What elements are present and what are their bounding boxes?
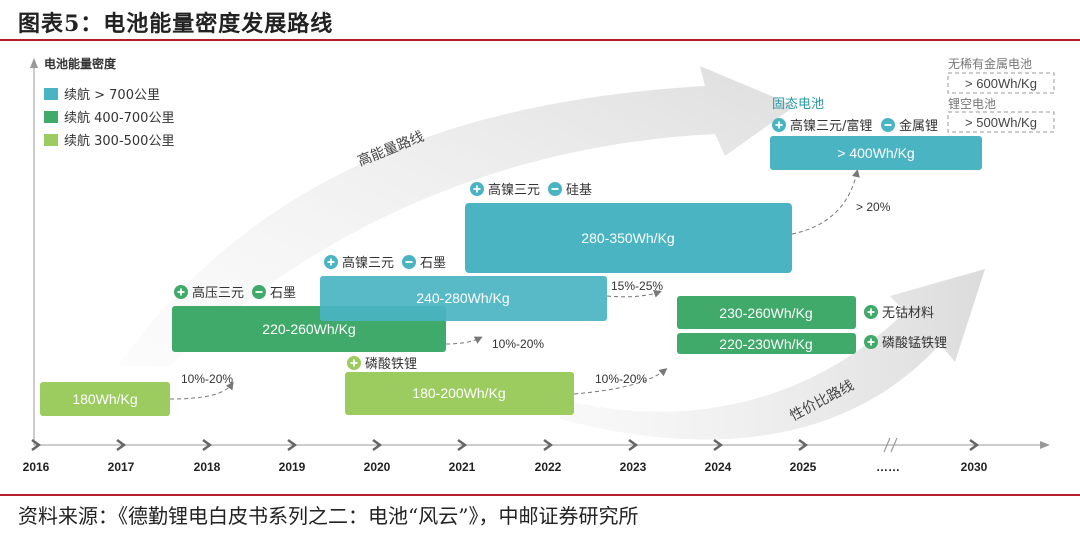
legend-label-green: 续航 400-700公里 (64, 110, 174, 126)
year-label: 2020 (364, 460, 391, 474)
growth-label-2: 10%-20% (492, 337, 544, 351)
minus-icon (881, 118, 895, 132)
future-box-600-text: > 600Wh/Kg (965, 76, 1037, 91)
box-400 (770, 136, 982, 170)
plus-icon (324, 255, 338, 269)
bottom-rule (0, 494, 1080, 496)
legend-swatch-lightgreen (44, 134, 58, 146)
year-label: 2016 (23, 460, 50, 474)
label-graphite-2020: 石墨 (420, 256, 446, 271)
minus-icon (402, 255, 416, 269)
future-rare-metal-free-title: 无稀有金属电池 (948, 56, 1032, 71)
plus-icon (772, 118, 786, 132)
future-box-500-text: > 500Wh/Kg (965, 115, 1037, 130)
box-400-text: > 400Wh/Kg (837, 145, 914, 161)
future-box-500 (947, 111, 1055, 133)
x-axis-break (883, 437, 898, 453)
page-title: 图表5：电池能量密度发展路线 (18, 11, 334, 37)
growth-arrow-5 (573, 368, 668, 395)
future-li-air-title: 锂空电池 (948, 96, 996, 111)
legend-swatch-cyan (44, 88, 58, 100)
growth-arrow-3 (606, 289, 662, 298)
box-180-200-text: 180-200Wh/Kg (412, 385, 505, 401)
box-280-350-text: 280-350Wh/Kg (581, 230, 674, 246)
year-marker (31, 438, 42, 452)
minus-icon (548, 182, 562, 196)
growth-label-4: > 20% (856, 200, 891, 214)
source-note: 资料来源：《德勤锂电白皮书系列之二：电池“风云”》，中邮证券研究所 (18, 504, 639, 528)
label-graphite-2018: 石墨 (270, 286, 296, 301)
year-label: 2025 (790, 460, 817, 474)
label-solid-state-battery: 固态电池 (772, 97, 824, 112)
box-180 (40, 382, 170, 416)
growth-label-3: 15%-25% (611, 279, 663, 293)
year-marker (372, 438, 383, 452)
plus-icon (864, 305, 878, 319)
label-silicon-based: 硅基 (566, 183, 592, 198)
legend-swatch-green (44, 111, 58, 123)
year-labels: 2016 2017 2018 2019 2020 2021 2022 2023 2024 2025… (23, 460, 988, 474)
year-label: …… (876, 460, 900, 474)
box-280-350 (465, 203, 792, 273)
box-230-260 (677, 296, 856, 329)
growth-label-1: 10%-20% (181, 372, 233, 386)
box-180-text: 180Wh/Kg (72, 391, 137, 407)
y-axis-label: 电池能量密度 (44, 56, 117, 71)
legend-label-cyan: 续航 > 700公里 (64, 87, 160, 103)
year-marker (116, 438, 127, 452)
year-label: 2022 (535, 460, 562, 474)
label-lfp: 磷酸铁锂 (365, 357, 417, 372)
label-high-nickel-li-rich: 高镍三元/富锂 (790, 118, 872, 134)
label-high-nickel-2020: 高镍三元 (342, 255, 394, 271)
year-label: 2023 (620, 460, 647, 474)
plus-icon (470, 182, 484, 196)
y-axis-arrow (30, 58, 38, 68)
high-energy-route-arrow (118, 66, 795, 366)
label-high-voltage-ternary: 高压三元 (192, 285, 244, 301)
minus-icon (252, 285, 266, 299)
value-route-arrow (560, 269, 985, 440)
box-220-260-text: 220-260Wh/Kg (262, 321, 355, 337)
year-markers (31, 438, 980, 452)
year-marker (543, 438, 554, 452)
year-label: 2018 (194, 460, 221, 474)
growth-arrow-2 (445, 336, 483, 345)
box-180-200 (345, 372, 574, 415)
year-marker (798, 438, 809, 452)
top-rule (0, 39, 1080, 41)
year-label: 2019 (279, 460, 306, 474)
plus-icon (174, 285, 188, 299)
year-label: 2017 (108, 460, 135, 474)
year-label: 2024 (705, 460, 732, 474)
label-lithium-metal: 金属锂 (899, 118, 938, 134)
box-220-230 (677, 333, 856, 354)
label-lmfp: 磷酸锰铁锂 (882, 336, 947, 351)
growth-arrow-1 (169, 381, 234, 400)
label-high-nickel-2021: 高镍三元 (488, 182, 540, 198)
growth-arrow-4 (791, 169, 860, 235)
growth-label-5: 10%-20% (595, 372, 647, 386)
year-label: 2021 (449, 460, 476, 474)
legend-label-lightgreen: 续航 300-500公里 (64, 133, 174, 149)
year-marker (457, 438, 468, 452)
x-axis-arrow (1040, 441, 1050, 449)
year-marker (969, 438, 980, 452)
box-240-280-text: 240-280Wh/Kg (416, 290, 509, 306)
plus-icon (864, 335, 878, 349)
year-marker (287, 438, 298, 452)
future-box-600 (947, 72, 1055, 94)
box-220-230-text: 220-230Wh/Kg (719, 336, 812, 352)
year-label: 2030 (961, 460, 988, 474)
year-marker (628, 438, 639, 452)
plus-icon (347, 356, 361, 370)
box-240-280 (320, 276, 607, 321)
year-marker (713, 438, 724, 452)
year-marker (202, 438, 213, 452)
label-cobalt-free: 无钴材料 (882, 306, 934, 321)
box-230-260-text: 230-260Wh/Kg (719, 305, 812, 321)
